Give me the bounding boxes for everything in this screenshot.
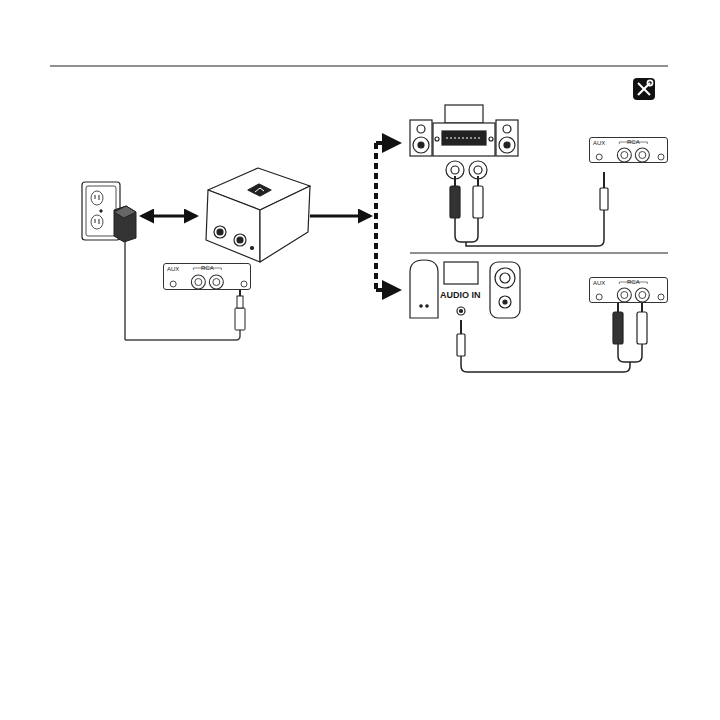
port-group-label: RCA bbox=[627, 279, 640, 286]
port-label: AUX bbox=[593, 280, 605, 287]
port-label: AUX bbox=[593, 140, 605, 147]
section-rule bbox=[410, 253, 668, 254]
pc-speakers bbox=[410, 260, 520, 318]
port-label: AUX bbox=[167, 266, 179, 273]
rca-to-aux-cable bbox=[446, 161, 608, 246]
port-group-label: RCA bbox=[627, 139, 640, 146]
output-arrow bbox=[310, 215, 370, 218]
aux-to-rca-cable bbox=[457, 300, 647, 372]
port-group-label: RCA bbox=[201, 265, 214, 272]
jack-panel: AUX RCA bbox=[589, 137, 668, 163]
stereo-system bbox=[410, 105, 518, 156]
dashed-branch bbox=[376, 143, 398, 290]
jack-panel: AUX RCA bbox=[589, 277, 668, 303]
jack-panel: AUX RCA bbox=[163, 263, 251, 290]
header-rule bbox=[50, 66, 668, 67]
tools-icon bbox=[633, 78, 655, 100]
bluetooth-adapter bbox=[206, 168, 310, 262]
power-arrow bbox=[142, 215, 196, 218]
input-label: AUDIO IN bbox=[439, 290, 482, 300]
